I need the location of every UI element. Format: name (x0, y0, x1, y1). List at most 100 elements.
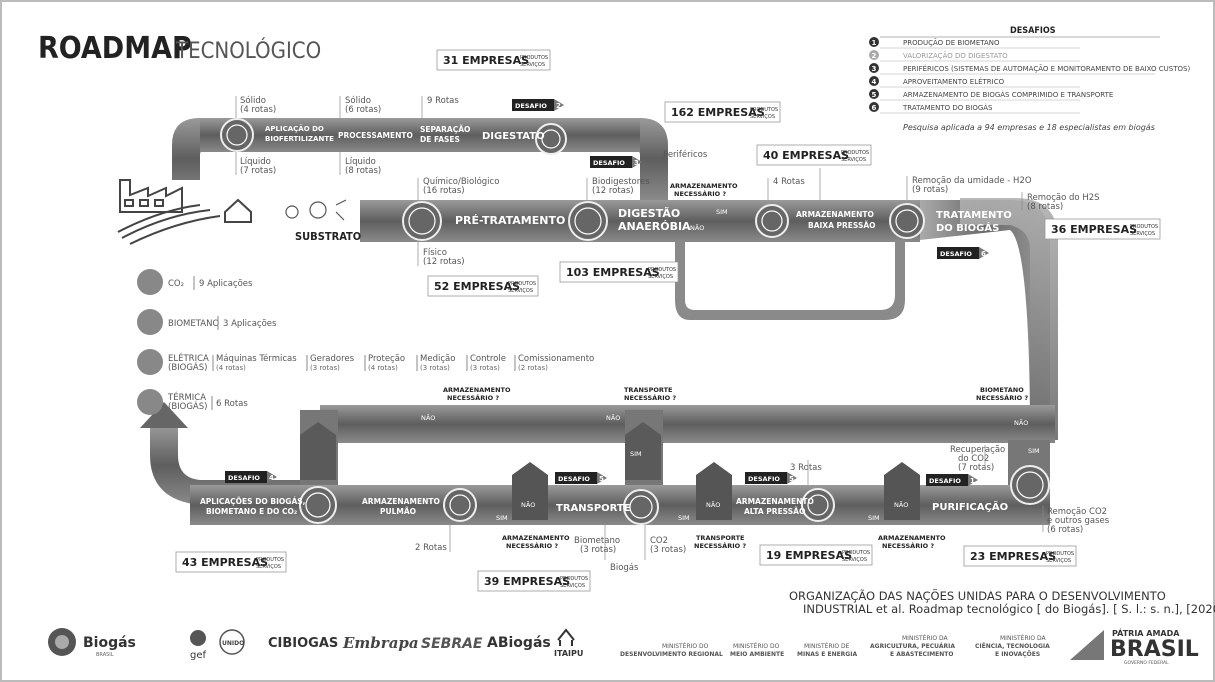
q-biometano-2: NECESSÁRIO ? (976, 393, 1028, 402)
svg-text:(8 rotas): (8 rotas) (1027, 202, 1063, 212)
svg-text:SERVIÇOS: SERVIÇOS (560, 583, 585, 589)
svg-text:DESAFIO: DESAFIO (558, 475, 590, 483)
logo-gef: gef (190, 650, 207, 661)
q-armaz-top-2: NECESSÁRIO ? (674, 189, 726, 198)
q-biometano-1: BIOMETANO (980, 386, 1024, 394)
svg-text:(12 rotas): (12 rotas) (423, 257, 465, 267)
stage-aplicacoes-l1: APLICAÇÕES DO BIOGÁS, (200, 497, 306, 506)
svg-text:E ABASTECIMENTO: E ABASTECIMENTO (890, 651, 953, 658)
stage-transporte: TRANSPORTE (556, 503, 631, 514)
svg-text:(8 rotas): (8 rotas) (345, 166, 381, 176)
desafio-tag: DESAFIO6 (937, 247, 989, 259)
svg-text:MEIO AMBIENTE: MEIO AMBIENTE (730, 651, 784, 658)
svg-text:MINAS E ENERGIA: MINAS E ENERGIA (797, 651, 857, 658)
stage-aplicacao-l1: APLICAÇÃO DO (265, 124, 324, 133)
q-armaz-b1-2: NECESSÁRIO ? (506, 541, 558, 550)
svg-text:DESAFIO: DESAFIO (515, 102, 547, 110)
eletrica-route-item: Controle(3 rotas) (467, 354, 506, 372)
svg-text:MINISTÉRIO DO: MINISTÉRIO DO (662, 642, 709, 650)
stage-processamento: PROCESSAMENTO (338, 131, 413, 140)
svg-text:GOVERNO FEDERAL: GOVERNO FEDERAL (1124, 660, 1169, 666)
svg-text:SIM: SIM (1028, 447, 1040, 455)
factory-icon (118, 180, 251, 244)
svg-text:1: 1 (970, 477, 975, 485)
stage-tratamento-l2: DO BIOGÁS (936, 221, 999, 234)
logo-unido: UNIDO (222, 640, 244, 647)
svg-text:NÃO: NÃO (690, 223, 704, 232)
svg-text:3: 3 (872, 65, 877, 73)
empresas-box: 52 EMPRESASPRODUTOSSERVIÇOS (428, 276, 538, 296)
svg-text:PRODUTOS: PRODUTOS (842, 550, 870, 556)
svg-text:SIM: SIM (716, 208, 728, 216)
eletrica-route-item: Geradores(3 rotas) (307, 354, 355, 372)
logo-sebrae: SEBRAE (421, 636, 483, 652)
svg-text:NÃO: NÃO (1014, 418, 1028, 427)
svg-text:E INOVAÇÕES: E INOVAÇÕES (995, 651, 1040, 658)
svg-text:4 Rotas: 4 Rotas (773, 177, 805, 187)
eletrica-route-item: Medição(3 rotas) (417, 354, 455, 372)
stage-armaz-pulmao-l1: ARMAZENAMENTO (362, 497, 440, 506)
svg-text:(4 rotas): (4 rotas) (216, 364, 246, 372)
brasil-flag-icon (1070, 630, 1104, 660)
stage-purificacao: PURIFICAÇÃO (932, 500, 1008, 513)
svg-text:DESENVOLVIMENTO REGIONAL: DESENVOLVIMENTO REGIONAL (620, 651, 723, 658)
empresas-box: 43 EMPRESASPRODUTOSSERVIÇOS (176, 552, 286, 572)
svg-text:2: 2 (556, 102, 561, 110)
svg-text:(3 rotas): (3 rotas) (310, 364, 340, 372)
svg-text:(4 rotas): (4 rotas) (240, 105, 276, 115)
logo-abiogas: ABiogás (487, 635, 551, 651)
svg-text:PRODUTOS: PRODUTOS (648, 267, 676, 273)
svg-text:(3 rotas): (3 rotas) (470, 364, 500, 372)
svg-text:Periféricos: Periféricos (663, 149, 708, 160)
desafios-note: Pesquisa aplicada a 94 empresas e 18 esp… (903, 123, 1155, 132)
svg-text:31 EMPRESAS: 31 EMPRESAS (443, 54, 529, 67)
title-bold: ROADMAP (38, 31, 192, 66)
svg-text:4: 4 (269, 474, 274, 482)
svg-text:SERVIÇOS: SERVIÇOS (750, 114, 775, 120)
svg-text:SIM: SIM (868, 514, 880, 522)
desafio-legend-item: 6TRATAMENTO DO BIOGÁS (869, 102, 1080, 113)
stage-pre: PRÉ-TRATAMENTO (455, 214, 565, 227)
band-bypass (675, 240, 905, 320)
desafios-heading: DESAFIOS (1010, 26, 1056, 36)
svg-text:SERVIÇOS: SERVIÇOS (842, 557, 867, 563)
svg-text:1: 1 (872, 39, 877, 47)
desafio-legend-text: APROVEITAMENTO ELÉTRICO (903, 77, 1005, 86)
svg-text:Biogás: Biogás (610, 563, 639, 573)
stage-digestao-l1: DIGESTÃO (618, 207, 680, 220)
svg-text:103 EMPRESAS: 103 EMPRESAS (566, 266, 660, 279)
desafio-tag: DESAFIO4 (225, 471, 277, 483)
itaipu-logo-icon (558, 630, 574, 646)
desafio-tag: DESAFIO 2 (512, 99, 564, 111)
q-transp-b-2: NECESSÁRIO ? (694, 541, 746, 550)
animals-icon (286, 200, 346, 220)
svg-text:5: 5 (789, 475, 794, 483)
svg-text:6: 6 (981, 250, 986, 258)
substrato-label: SUBSTRATO (295, 230, 361, 243)
q-armaz-b1-1: ARMAZENAMENTO (502, 534, 570, 542)
stage-digestao-l2: ANAERÓBIA (618, 220, 691, 233)
svg-text:(7 rotas): (7 rotas) (240, 166, 276, 176)
svg-text:SIM: SIM (496, 514, 508, 522)
q-armaz-left-1: ARMAZENAMENTO (443, 386, 511, 394)
stage-tratamento-l1: TRATAMENTO (936, 210, 1012, 221)
gef-logo-icon (190, 630, 206, 646)
svg-text:(2 rotas): (2 rotas) (518, 364, 548, 372)
stage-aplicacao-l2: BIOFERTILIZANTE (265, 135, 334, 143)
app-co2-value: 9 Aplicações (199, 279, 253, 289)
stage-separacao-l1: SEPARAÇÃO (420, 125, 470, 134)
app-biometano-value: 3 Aplicações (223, 319, 277, 329)
svg-text:AGRICULTURA, PECUÁRIA: AGRICULTURA, PECUÁRIA (870, 643, 955, 650)
svg-text:(7 rotas): (7 rotas) (958, 463, 994, 473)
svg-text:36 EMPRESAS: 36 EMPRESAS (1051, 223, 1137, 236)
svg-text:PRODUTOS: PRODUTOS (1130, 224, 1158, 230)
svg-text:SIM: SIM (678, 514, 690, 522)
eletrica-route-item: Máquinas Térmicas(4 rotas) (213, 353, 297, 372)
svg-text:NÃO: NÃO (706, 500, 720, 509)
